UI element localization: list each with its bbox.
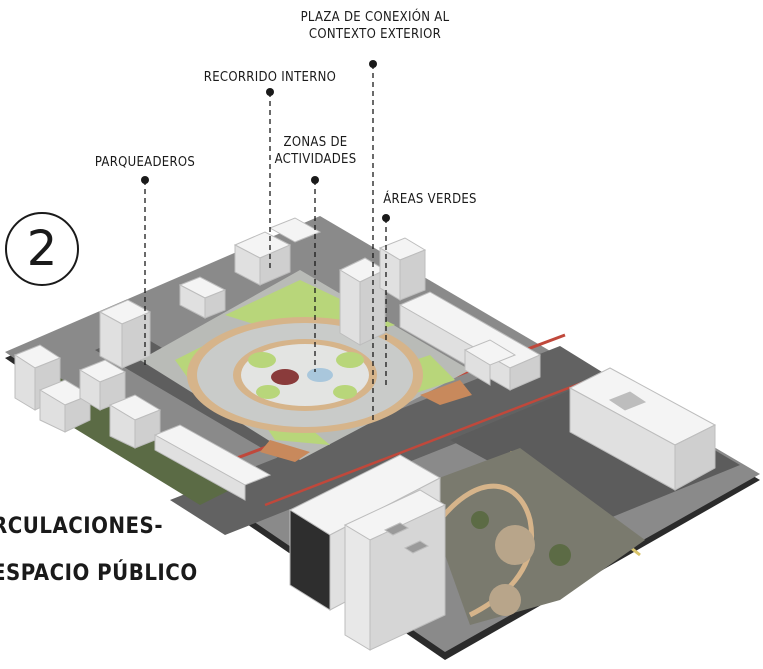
road-diagonal [170,346,615,535]
label-plaza-conexion: PLAZA DE CONEXIÓN AL CONTEXTO EXTERIOR [285,9,465,43]
park-circle-3 [549,544,571,566]
buildings-left [13,217,322,501]
red-bikepath-2 [264,370,611,507]
green-blob-3 [256,385,280,399]
leader-dot-parqueaderos [141,176,149,184]
road-right [450,380,740,522]
park-circle-4 [471,511,489,529]
green-blob-1 [248,352,276,368]
label-plaza-line1: PLAZA DE CONEXIÓN AL [300,10,450,25]
red-pond [271,369,299,385]
label-zonas-line1: ZONAS DE [283,135,348,150]
terracotta-right [420,380,472,405]
label-zonas-line2: ACTIVIDADES [274,152,357,167]
badge-number: 2 [26,221,58,277]
green-blob-4 [333,385,357,399]
label-parqueaderos: PARQUEADEROS [94,155,196,170]
label-plaza-line2: CONTEXTO EXTERIOR [308,27,442,42]
label-areas-verdes: ÁREAS VERDES [383,192,477,207]
blue-pond [307,368,333,382]
title-line1: RCULACIONES- [0,514,164,539]
leader-dot-areas [382,214,390,222]
leader-dot-plaza [369,60,377,68]
buildings-right [338,237,717,491]
buildings-front [288,454,447,651]
park-circle-2 [489,584,521,616]
green-blob-2 [336,352,364,368]
leader-dot-zonas [311,176,319,184]
park-circle-1 [495,525,535,565]
leader-dot-recorrido [266,88,274,96]
label-zonas-actividades: ZONAS DE ACTIVIDADES [258,134,373,168]
title-line2: ESPACIO PÚBLICO [0,561,198,586]
label-recorrido-interno: RECORRIDO INTERNO [203,70,337,85]
number-badge: 2 [5,212,79,286]
terracotta-left [260,440,310,462]
